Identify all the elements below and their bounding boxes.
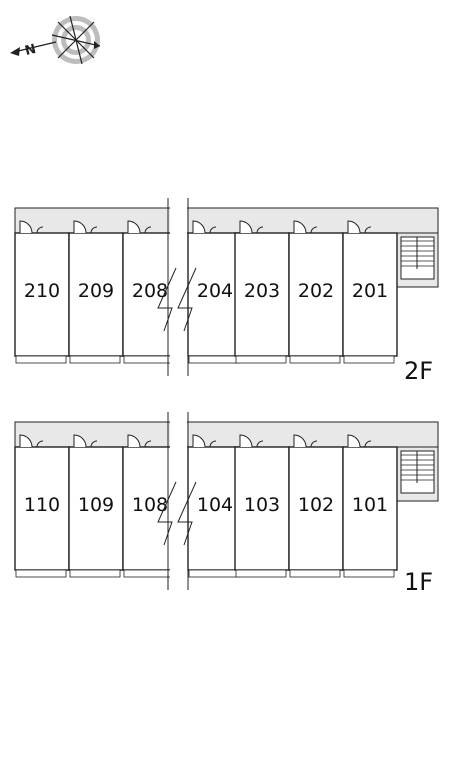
- balcony: [69, 355, 121, 364]
- break-line-icon: [157, 481, 197, 546]
- unit-208: 208: [122, 220, 178, 364]
- door-icon: [73, 434, 98, 448]
- unit-204: 204: [187, 220, 243, 364]
- door-icon: [73, 220, 98, 234]
- unit-210: 210: [14, 220, 70, 364]
- balcony: [69, 569, 121, 578]
- unit-number: 202: [298, 280, 334, 302]
- compass-icon: [10, 15, 101, 65]
- unit-101: 101: [342, 434, 398, 578]
- unit-number: 203: [244, 280, 280, 302]
- unit-110: 110: [14, 434, 70, 578]
- unit-209: 209: [68, 220, 124, 364]
- balcony: [235, 355, 287, 364]
- omission-gap: [170, 412, 187, 590]
- balcony: [123, 355, 175, 364]
- unit-203: 203: [234, 220, 290, 364]
- door-icon: [239, 220, 264, 234]
- door-icon: [347, 220, 372, 234]
- door-icon: [293, 220, 318, 234]
- unit-number: 109: [78, 494, 114, 516]
- unit-102: 102: [288, 434, 344, 578]
- door-icon: [127, 220, 152, 234]
- unit-number: 204: [197, 280, 233, 302]
- door-icon: [293, 434, 318, 448]
- unit-104: 104: [187, 434, 243, 578]
- compass: N: [10, 15, 101, 65]
- unit-109: 109: [68, 434, 124, 578]
- balcony: [343, 355, 395, 364]
- unit-number: 102: [298, 494, 334, 516]
- door-icon: [347, 434, 372, 448]
- door-icon: [239, 434, 264, 448]
- unit-108: 108: [122, 434, 178, 578]
- balcony: [123, 569, 175, 578]
- door-icon: [19, 220, 44, 234]
- unit-number: 108: [132, 494, 168, 516]
- unit-number: 104: [197, 494, 233, 516]
- door-icon: [19, 434, 44, 448]
- door-icon: [192, 220, 217, 234]
- omission-gap: [170, 198, 187, 376]
- unit-number: 208: [132, 280, 168, 302]
- balcony: [15, 569, 67, 578]
- balcony: [188, 569, 240, 578]
- staircase-icon: [400, 236, 435, 280]
- balcony: [15, 355, 67, 364]
- unit-number: 103: [244, 494, 280, 516]
- floor-1f-plan: 110 109 108 104 103 102 101: [14, 412, 439, 590]
- unit-number: 101: [352, 494, 388, 516]
- floor-2f-label: 2F: [404, 357, 433, 385]
- door-icon: [127, 434, 152, 448]
- balcony: [235, 569, 287, 578]
- unit-number: 209: [78, 280, 114, 302]
- unit-201: 201: [342, 220, 398, 364]
- unit-103: 103: [234, 434, 290, 578]
- door-icon: [192, 434, 217, 448]
- unit-number: 210: [24, 280, 60, 302]
- floor-1f-label: 1F: [404, 568, 433, 596]
- balcony: [188, 355, 240, 364]
- floor-2f-plan: 210 209 208 204 203 202 201: [14, 198, 439, 376]
- balcony: [289, 355, 341, 364]
- balcony: [343, 569, 395, 578]
- staircase-icon: [400, 450, 435, 494]
- unit-202: 202: [288, 220, 344, 364]
- unit-number: 110: [24, 494, 60, 516]
- break-line-icon: [157, 267, 197, 332]
- balcony: [289, 569, 341, 578]
- unit-number: 201: [352, 280, 388, 302]
- compass-north-label: N: [23, 42, 37, 59]
